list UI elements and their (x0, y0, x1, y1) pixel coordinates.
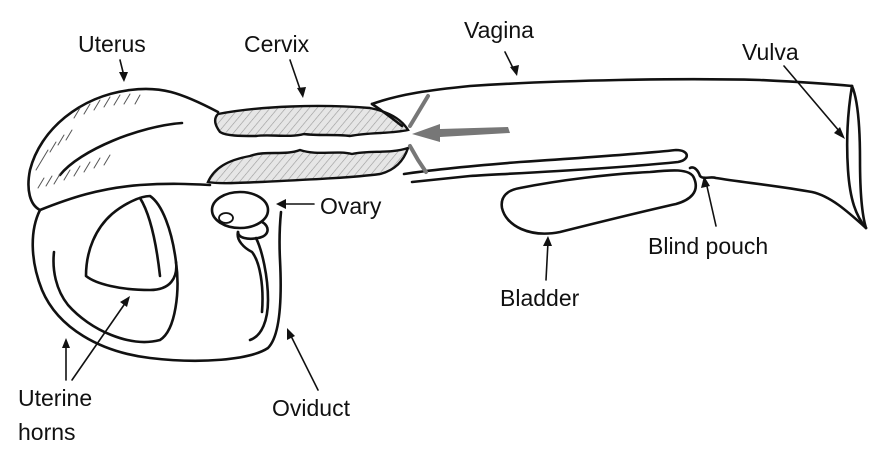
label-cervix: Cervix (244, 31, 310, 57)
label-uterine-horns-line2: horns (18, 419, 76, 445)
label-vagina: Vagina (464, 17, 534, 43)
vulva (845, 84, 868, 230)
uterine-horns (52, 194, 179, 344)
label-oviduct: Oviduct (272, 395, 351, 421)
ovary (210, 190, 270, 241)
oviduct (236, 230, 270, 342)
bladder (500, 169, 697, 235)
uterus-body (27, 87, 283, 363)
cervix (206, 104, 410, 185)
label-ovary: Ovary (320, 193, 382, 219)
uterus-hatching (35, 93, 141, 189)
label-blind-pouch: Blind pouch (648, 233, 768, 259)
label-uterus: Uterus (78, 31, 146, 57)
label-vulva: Vulva (742, 39, 799, 65)
blind-pouch (688, 166, 868, 230)
label-uterine-horns-line1: Uterine (18, 385, 92, 411)
cervix-pointer-arrow (412, 124, 510, 142)
label-pointers (62, 51, 845, 391)
label-bladder: Bladder (500, 285, 580, 311)
